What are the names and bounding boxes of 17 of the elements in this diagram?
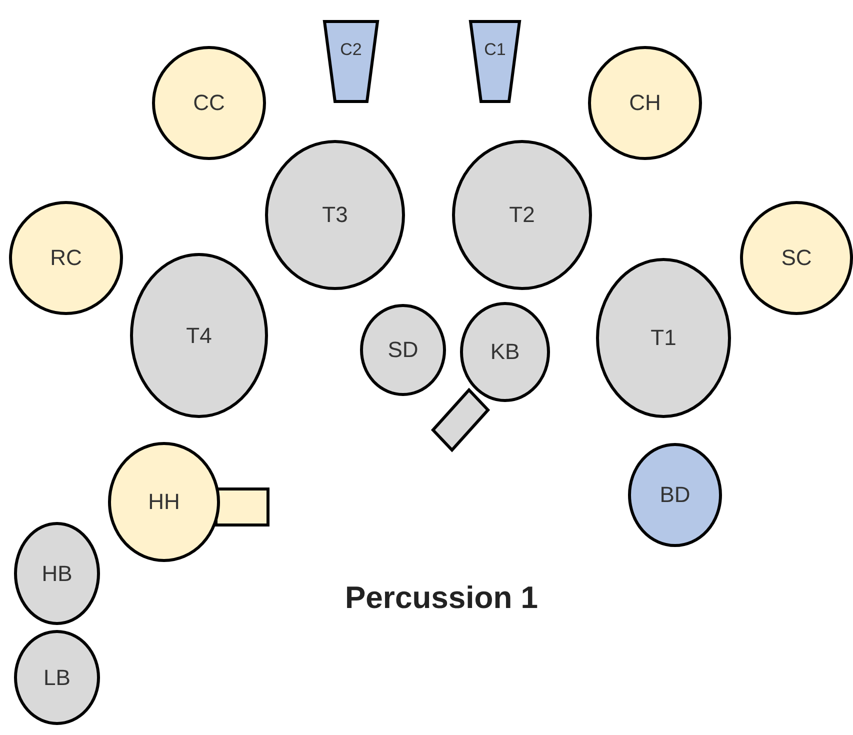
drum-label: BD (660, 482, 690, 508)
drum-label: CH (629, 90, 661, 116)
drum-label: CC (193, 90, 225, 116)
drum-label: HH (148, 489, 180, 515)
drum-label: RC (50, 245, 82, 271)
title: Percussion 1 (345, 580, 538, 616)
drum-label: T1 (650, 325, 676, 351)
drum-label: C2 (340, 40, 362, 60)
drum-label: C1 (484, 40, 506, 60)
drum-label: SD (388, 337, 418, 363)
drum-label: SC (781, 245, 812, 271)
drum-label: T2 (509, 202, 535, 228)
drum-label: LB (44, 664, 70, 690)
drum-label: T4 (186, 322, 212, 348)
drum-label: KB (490, 339, 520, 365)
drum-label: T3 (322, 202, 348, 228)
drum-label: HB (42, 560, 72, 586)
